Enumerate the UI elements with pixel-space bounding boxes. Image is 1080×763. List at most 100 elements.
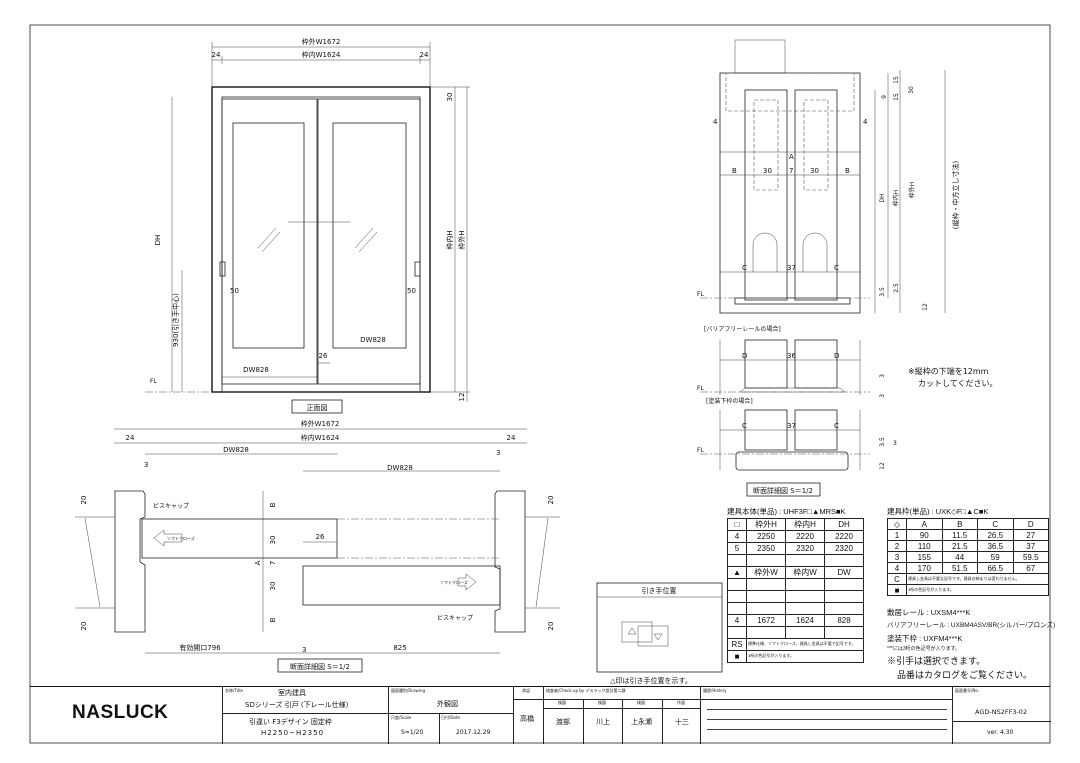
- c-note: 建具し金具は不要な記号です。建具の納まりは変わりません。: [906, 573, 1049, 585]
- plan-dim-b-bottom: B: [269, 617, 277, 622]
- title-block: NASLUCK 名称/Title 室内建具 SDシリーズ 引戸 (下レール仕様)…: [30, 686, 1051, 744]
- side-dim-35: 3.5: [879, 287, 886, 297]
- frame-table-title: 建具枠(単品) : UXK◇F□▲C■K: [887, 507, 989, 516]
- front-fl: FL: [150, 378, 157, 385]
- barrier-rail-title: [バリアフリーレールの場合]: [704, 325, 781, 333]
- side-dim-d-right: D: [834, 352, 839, 360]
- side-section: 4 4 A B 30 7 30 B C 37 C 15 15 9 30 DH 枠…: [697, 39, 998, 497]
- drawing-cell: 図面種別/Drawing 外観図 尺度/Scale S=1/20 日付/Date…: [388, 687, 514, 744]
- plan-opening: 有効開口796: [179, 643, 221, 652]
- plan-door-left: [141, 518, 338, 559]
- rail-spec: 敷居レール : UXSM4***K: [887, 608, 970, 617]
- plan-gap-left: 3: [144, 461, 148, 469]
- plan-dw-left: DW828: [223, 446, 249, 454]
- note-cut-1: ※縦枠の下端を12mm: [908, 366, 989, 376]
- side-dim-9: 9: [881, 95, 888, 99]
- table-cell: 4: [727, 614, 747, 627]
- side-dim-12: 12: [922, 303, 929, 311]
- painted-spec: 塗装下枠 : UXFM4***K: [887, 634, 962, 643]
- handle-select-note: ※引手は選択できます。: [887, 656, 986, 666]
- checker: 検図渡部: [544, 699, 583, 744]
- table-cell: 4: [727, 530, 747, 543]
- table-header: □: [727, 518, 747, 531]
- plan-dim-20-bl: 20: [80, 622, 88, 631]
- plan-side-left: 24: [126, 434, 135, 442]
- side-outer-h: 枠外H: [908, 182, 916, 199]
- plan-frame-right: [494, 490, 526, 633]
- checker: 作図十三: [662, 699, 701, 744]
- front-view: 枠外W1672 枠内W1624 24 24 50 50 DW828 DW828 …: [145, 37, 470, 414]
- drawing-label: 図面種別/Drawing: [391, 688, 425, 693]
- front-door-right: [317, 98, 421, 385]
- plan-dim-825: 825: [393, 644, 406, 652]
- plan-section-caption: 断面詳細図 S＝1/2: [290, 662, 350, 671]
- table-cell: 59.5: [1012, 551, 1049, 563]
- drawing-number: AGD-NS2FF3-02: [975, 708, 1028, 716]
- scale-label: 尺度/Scale: [391, 715, 412, 720]
- side-dim-7: 7: [789, 167, 793, 175]
- number-cell: 図面番号/No. AGD-NS2FF3-02 ver. 4.30: [952, 687, 1051, 744]
- plan-side-right: 24: [507, 434, 516, 442]
- front-bottom-12: 12: [458, 393, 466, 402]
- side-inner-h: 枠内H: [892, 190, 900, 207]
- side-dh: DH: [879, 193, 886, 202]
- front-dim-50-right: 50: [407, 287, 416, 295]
- front-inner-h: 枠内H: [445, 230, 454, 249]
- color-note: 3桁の色記号が入ります。: [746, 650, 864, 663]
- side-dim-4-left: 4: [713, 118, 718, 126]
- table-cell: 2320: [785, 542, 825, 555]
- barrier-spec: バリアフリーレール : UXBM4ASV/BR(シルバー/ブロンズ): [887, 621, 1055, 630]
- table-header: 枠外H: [746, 518, 786, 531]
- table-cell: 2220: [785, 530, 825, 543]
- table-cell: 4: [887, 562, 907, 574]
- table-header: 枠内W: [785, 566, 825, 579]
- side-dim-15b: 15: [893, 93, 900, 101]
- plan-dim-7: 7: [269, 561, 277, 565]
- table-cell: 170: [906, 562, 943, 574]
- side-dim-30-left: 30: [763, 167, 772, 175]
- title-line-3: 引違い F3デザイン 固定枠: [249, 718, 332, 726]
- barrier-label: バリアフリーレール: [887, 622, 946, 629]
- checker-name: 渡部: [556, 718, 570, 726]
- title-label: 名称/Title: [225, 688, 243, 693]
- table-header: ▲: [727, 566, 747, 579]
- side-dim-37: 37: [787, 264, 796, 272]
- painted-value: : UXFM4***K: [919, 634, 963, 643]
- color-code-note: ***には3桁の色記号が入ります。: [887, 646, 961, 652]
- handle-marker-icon: [627, 627, 637, 635]
- table-cell: 828: [824, 614, 864, 627]
- table-header: C: [977, 518, 1014, 530]
- side-dim-3a: 3: [879, 374, 886, 378]
- front-top-30: 30: [446, 93, 454, 102]
- side-dim-3b: 3: [879, 394, 886, 398]
- title-cell: 名称/Title 室内建具 SDシリーズ 引戸 (下レール仕様) 引違い F3デ…: [222, 687, 389, 744]
- side-dim-36: 36: [787, 352, 796, 360]
- soft-close-arrow-left-icon: [153, 529, 183, 547]
- side-dim-25: 2.5: [893, 283, 900, 293]
- barrier-value: : UXBM4ASV/BR(シルバー/ブロンズ): [947, 622, 1056, 629]
- side-section-caption: 断面詳細図 S＝1/2: [753, 486, 813, 495]
- front-outer-width: 枠外W1672: [302, 37, 341, 46]
- side-dim-30: 30: [908, 86, 915, 94]
- drawing-value: 外観図: [437, 700, 458, 708]
- table-cell: 36.5: [977, 540, 1014, 552]
- nasluck-logo: NASLUCK: [72, 702, 169, 723]
- title-line-1: 室内建具: [278, 689, 306, 697]
- color-label: ■: [727, 650, 747, 663]
- front-outer-h: 枠外H: [457, 230, 466, 249]
- front-inner-width: 枠内W1624: [302, 50, 341, 59]
- check-label: 検査者/Check up by デスラック設計第二課: [546, 688, 626, 693]
- front-glass-right: [332, 122, 407, 349]
- history-cell: 履歴/History: [700, 687, 953, 744]
- front-glass-left: [232, 122, 305, 349]
- handle-marker-icon: [653, 633, 663, 641]
- plan-dw-right: DW828: [387, 464, 413, 472]
- table-cell: 155: [906, 551, 943, 563]
- table-header: 枠外W: [746, 566, 786, 579]
- side-dim-b-left: B: [732, 167, 737, 175]
